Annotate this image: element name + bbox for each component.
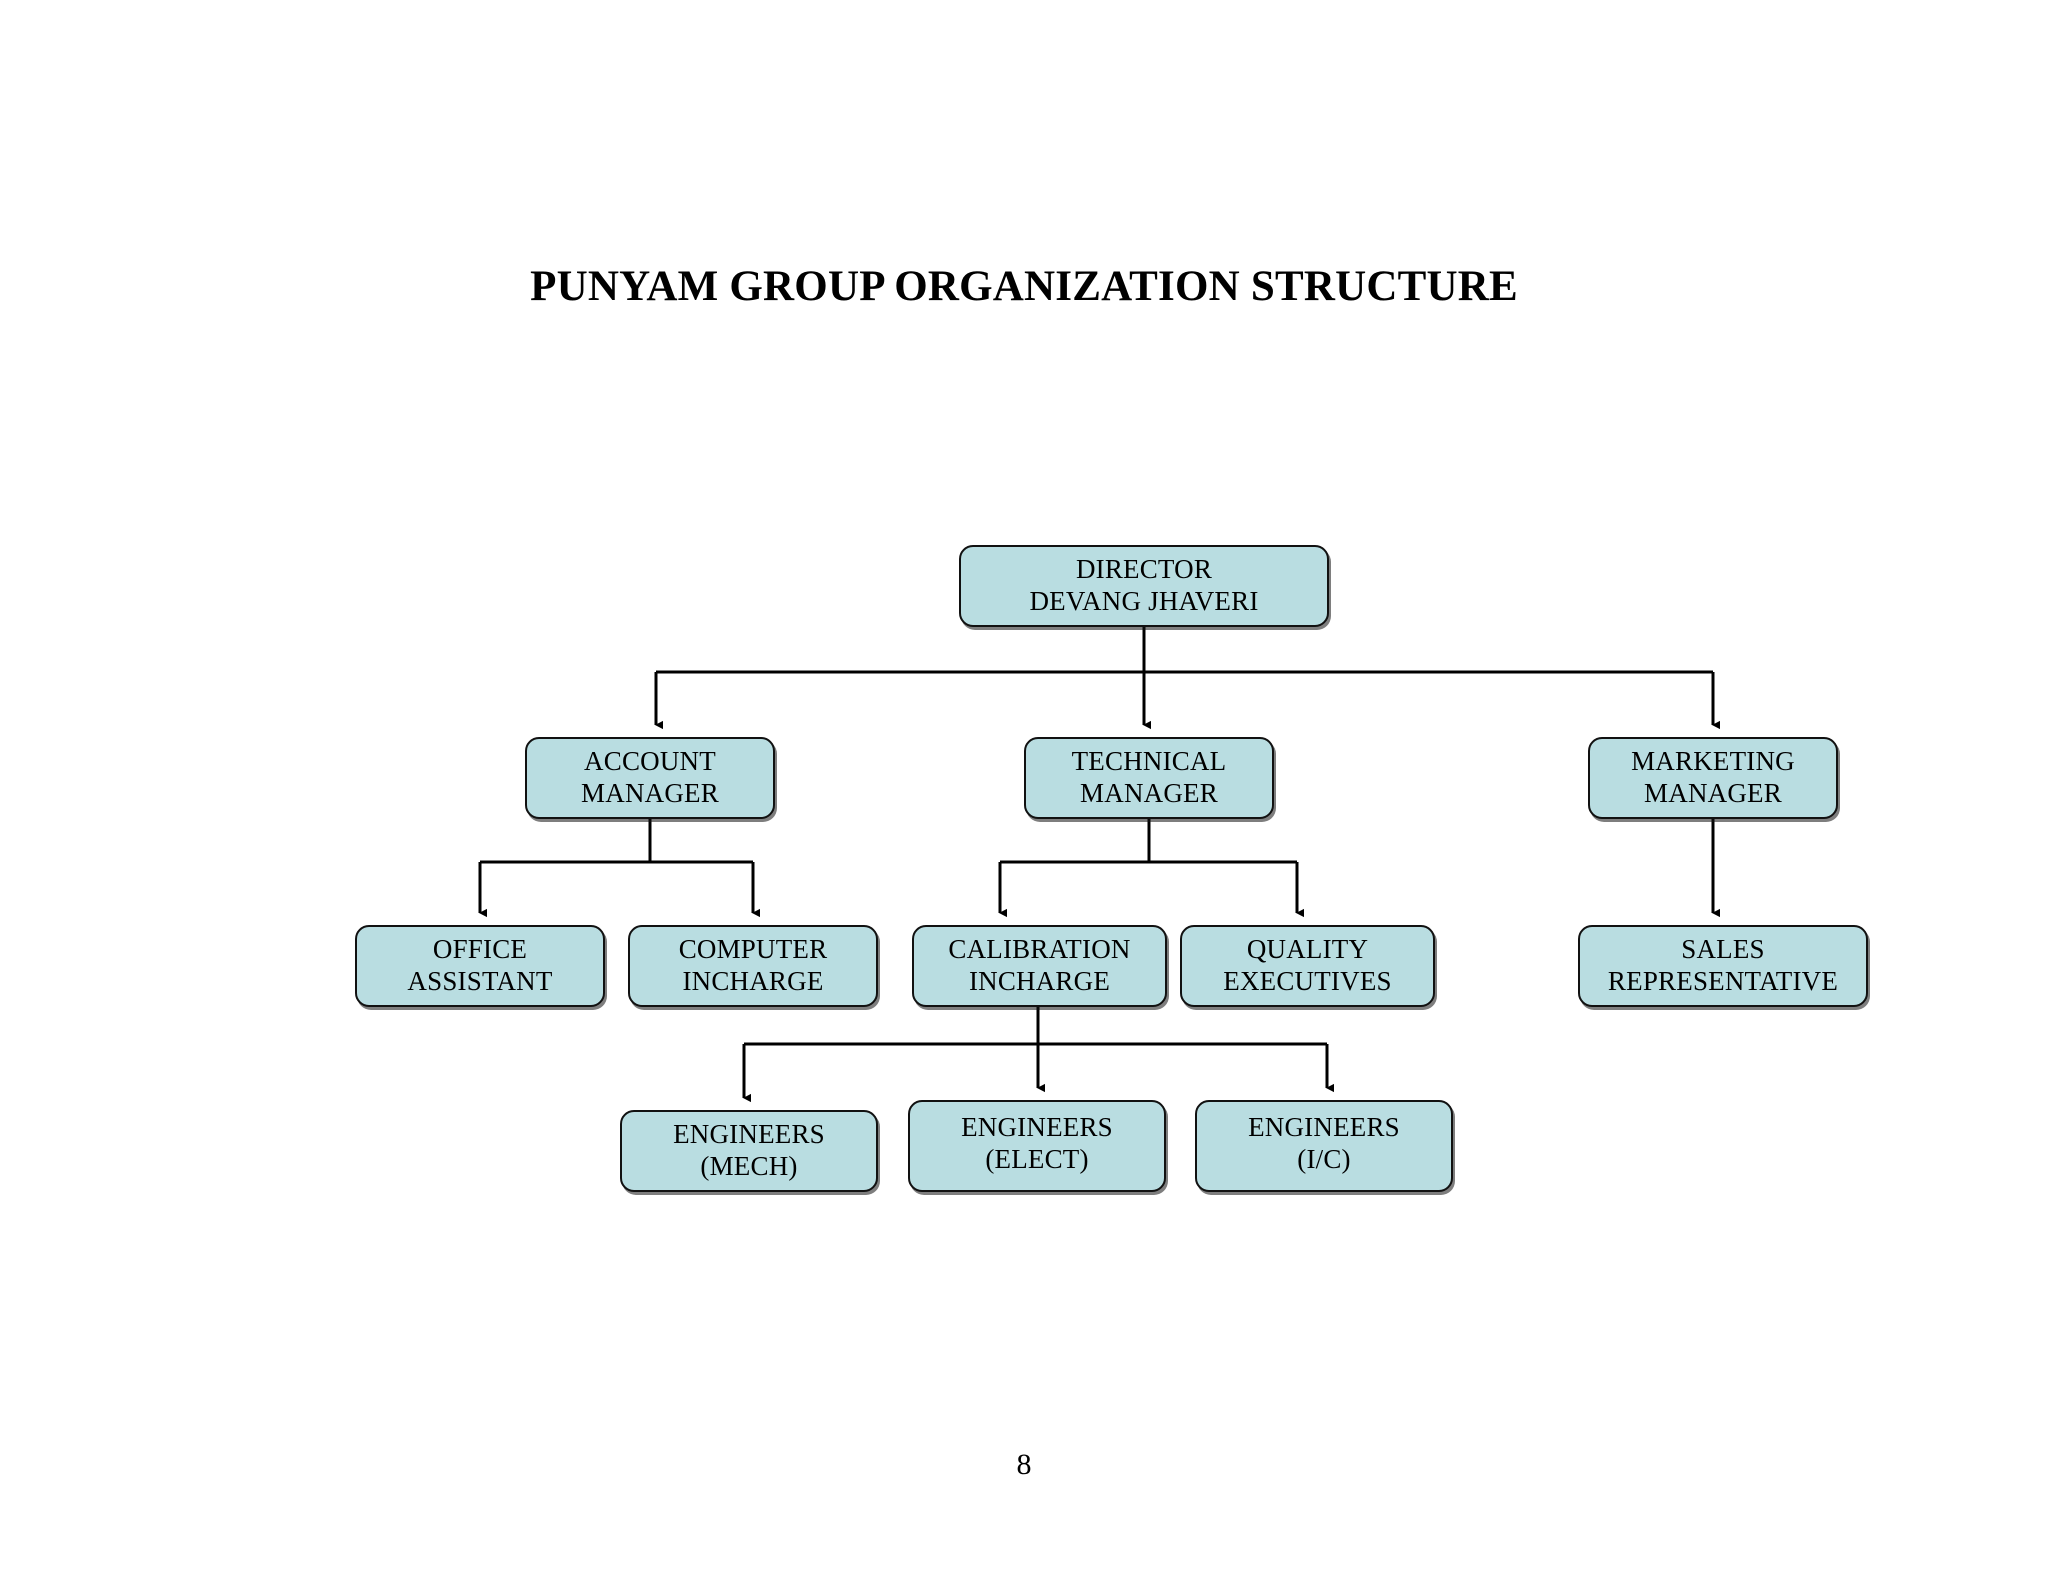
node-technical-manager[interactable]: TECHNICAL MANAGER <box>1024 737 1274 819</box>
node-engineers-ic[interactable]: ENGINEERS (I/C) <box>1195 1100 1453 1192</box>
node-sales-representative-line-2: REPRESENTATIVE <box>1607 966 1839 996</box>
node-office-assistant[interactable]: OFFICE ASSISTANT <box>355 925 605 1007</box>
node-engineers-elect-line-1: ENGINEERS <box>961 1112 1113 1142</box>
page-number: 8 <box>1016 1448 1032 1481</box>
node-office-assistant-line-1: OFFICE <box>432 934 528 965</box>
node-director-line-1: DIRECTOR <box>1075 554 1213 585</box>
node-computer-incharge[interactable]: COMPUTER INCHARGE <box>628 925 878 1007</box>
node-engineers-mech-line-1: ENGINEERS <box>673 1119 825 1150</box>
node-technical-manager-line-2: MANAGER <box>1080 778 1218 808</box>
node-calibration-incharge[interactable]: CALIBRATION INCHARGE <box>912 925 1167 1007</box>
node-quality-executives-line-1: QUALITY <box>1246 934 1369 965</box>
node-marketing-manager[interactable]: MARKETING MANAGER <box>1588 737 1838 819</box>
node-engineers-mech-line-2: (MECH) <box>700 1151 798 1181</box>
node-sales-representative-line-1: SALES <box>1681 934 1765 965</box>
node-account-manager[interactable]: ACCOUNT MANAGER <box>525 737 775 819</box>
node-director-line-2: DEVANG JHAVERI <box>1029 586 1259 616</box>
node-office-assistant-line-2: ASSISTANT <box>407 966 553 996</box>
node-engineers-ic-line-2: (I/C) <box>1297 1143 1351 1174</box>
node-calibration-incharge-line-1: CALIBRATION <box>948 934 1131 965</box>
node-account-manager-line-1: ACCOUNT <box>584 746 716 777</box>
node-engineers-mech[interactable]: ENGINEERS (MECH) <box>620 1110 878 1192</box>
node-computer-incharge-line-2: INCHARGE <box>682 966 824 996</box>
node-quality-executives-line-2: EXECUTIVES <box>1223 966 1392 996</box>
node-technical-manager-line-1: TECHNICAL <box>1071 746 1227 777</box>
node-director[interactable]: DIRECTOR DEVANG JHAVERI <box>959 545 1329 627</box>
node-engineers-elect[interactable]: ENGINEERS (ELECT) <box>908 1100 1166 1192</box>
node-engineers-elect-line-2: (ELECT) <box>985 1143 1089 1174</box>
node-quality-executives[interactable]: QUALITY EXECUTIVES <box>1180 925 1435 1007</box>
node-sales-representative[interactable]: SALES REPRESENTATIVE <box>1578 925 1868 1007</box>
node-computer-incharge-line-1: COMPUTER <box>678 934 828 965</box>
node-calibration-incharge-line-2: INCHARGE <box>968 966 1111 996</box>
node-account-manager-line-2: MANAGER <box>581 778 719 808</box>
page-title: PUNYAM GROUP ORGANIZATION STRUCTURE <box>530 263 1518 310</box>
node-engineers-ic-line-1: ENGINEERS <box>1248 1112 1400 1142</box>
node-marketing-manager-line-1: MARKETING <box>1631 746 1795 777</box>
node-marketing-manager-line-2: MANAGER <box>1644 778 1782 808</box>
